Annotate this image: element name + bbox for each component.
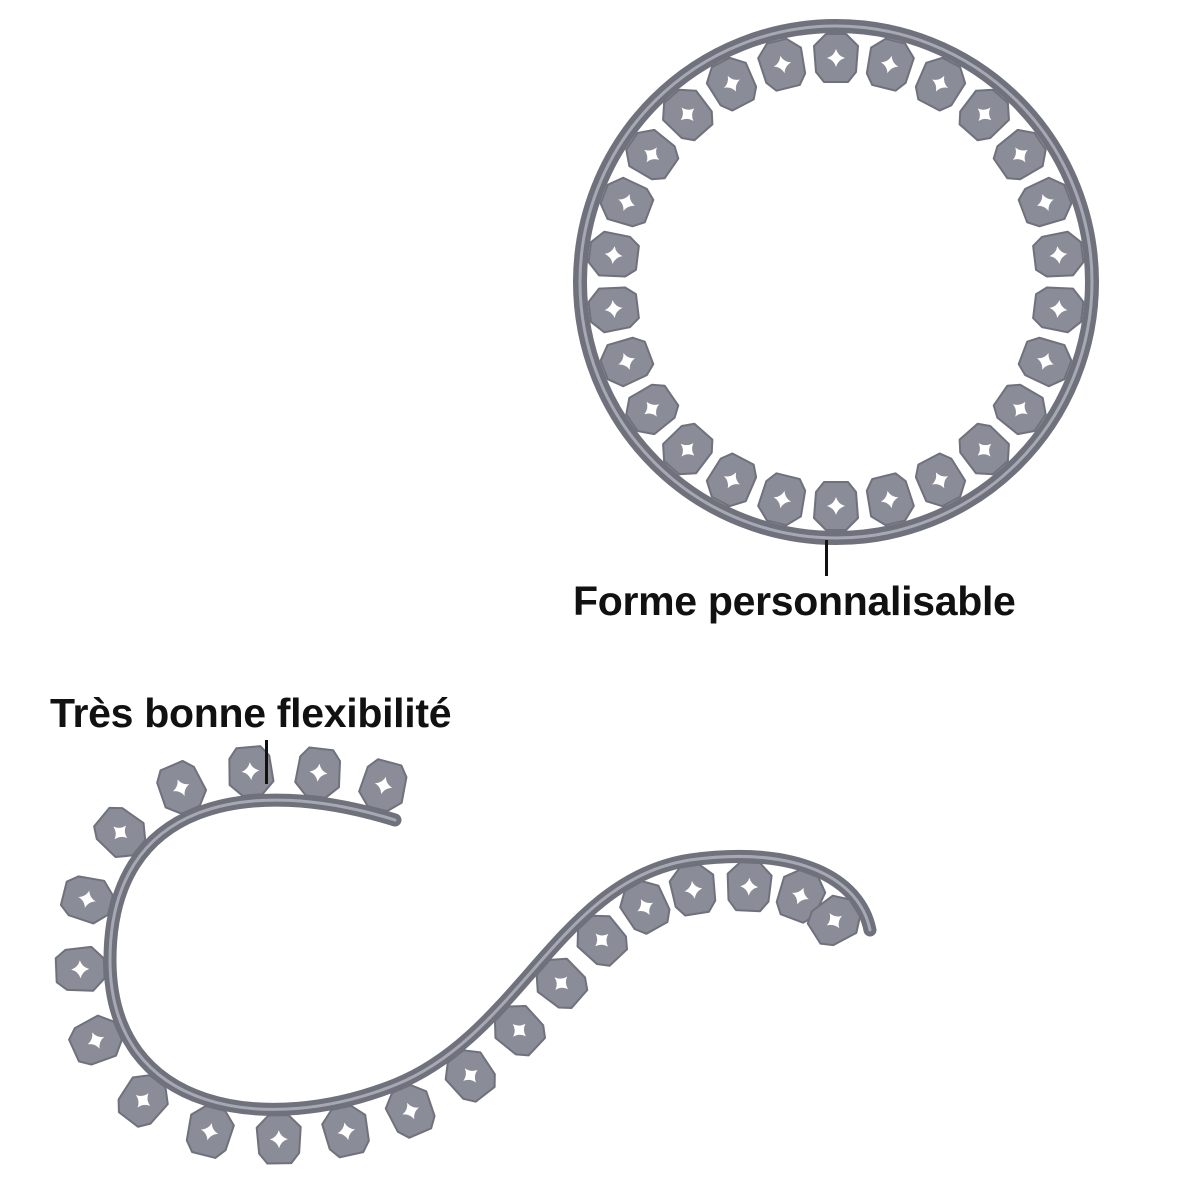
wave-caption-leader-line <box>265 740 268 784</box>
strip-tab <box>255 1113 303 1165</box>
circular-edging-strip <box>573 19 1099 545</box>
wave-edging-strip <box>54 744 877 1165</box>
strip-tab <box>725 860 774 913</box>
strip-tab <box>1030 283 1086 335</box>
strip-tab <box>813 481 859 531</box>
strip-tab <box>861 469 918 530</box>
wave-caption: Très bonne flexibilité <box>50 690 452 736</box>
strip-tab <box>666 861 720 919</box>
circle-caption: Forme personnalisable <box>573 578 1016 624</box>
strip-tab <box>292 745 345 801</box>
strip-tab <box>754 469 811 530</box>
strip-tab <box>586 229 642 281</box>
strip-tab <box>754 34 811 95</box>
strip-tab <box>318 1102 374 1161</box>
circular-strip-tabs <box>586 33 1086 531</box>
circle-caption-leader-line <box>825 540 828 576</box>
strip-tab <box>586 283 642 335</box>
wave-strip-tabs <box>54 744 868 1165</box>
strip-tab <box>813 33 859 83</box>
strip-tab <box>861 34 918 95</box>
strip-tab <box>1030 229 1086 281</box>
strip-tab <box>54 945 107 994</box>
